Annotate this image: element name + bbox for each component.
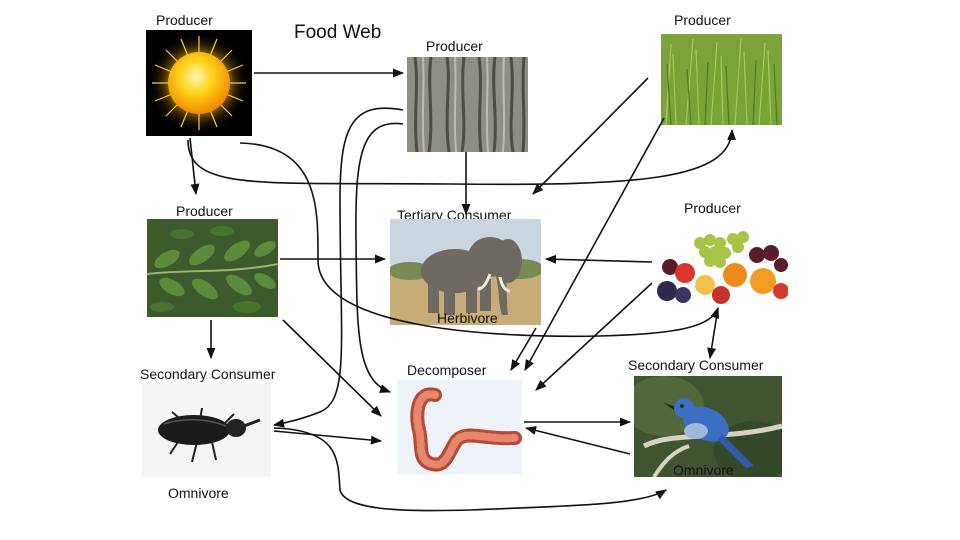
tree-label: Producer [426,38,483,54]
sun-label: Producer [156,12,213,28]
arrow-beetle-to-worm [273,430,383,445]
sun-icon [146,30,252,136]
bird-icon [634,376,782,477]
beetle-label: Secondary Consumer [140,366,276,382]
elephant-sublabel: Herbivore [437,310,498,326]
grass-label: Producer [674,12,731,28]
arrow-grass-to-elephant [532,77,649,195]
leaves-label: Producer [176,203,233,219]
beetle-sublabel: Omnivore [168,485,229,501]
arrow-fruit-to-bird [707,307,719,360]
arrow-fruit-to-worm [535,282,653,391]
tree-bark-icon [407,57,528,152]
worm-icon [397,380,522,474]
arrow-tree-to-beetle [272,107,404,428]
arrow-elephant-to-worm [510,327,537,371]
leaves-icon [147,219,278,317]
arrow-bird-to-worm [524,426,631,455]
arrow-leaves-to-worm [282,319,382,417]
fruit-icon [655,225,788,305]
arrow-sun-to-leaves [189,137,200,196]
diagram-title: Food Web [294,22,382,43]
grass-icon [661,34,782,125]
beetle-icon [142,384,271,477]
worm-label: Decomposer [407,362,487,378]
bird-sublabel: Omnivore [673,462,734,478]
fruit-label: Producer [684,200,741,216]
bird-label: Secondary Consumer [628,357,764,373]
arrow-fruit-to-elephant [544,254,653,264]
arrow-grass-to-worm [524,117,665,371]
